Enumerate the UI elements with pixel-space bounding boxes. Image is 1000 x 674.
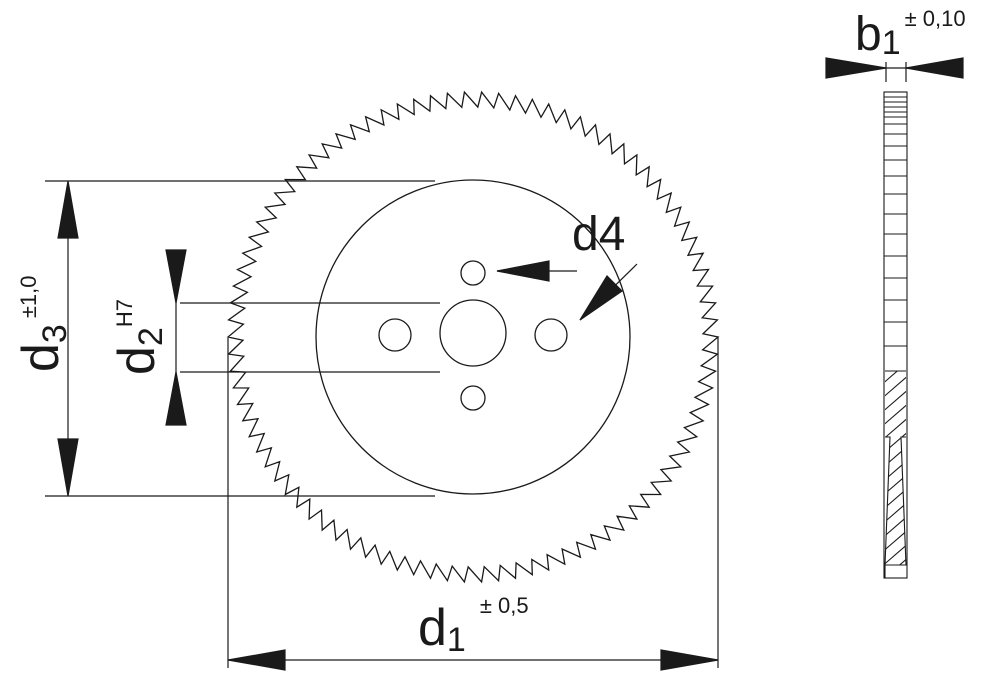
arrow-b1-left [825,57,887,79]
blade-side-view [880,91,910,624]
blade-teeth-outline [226,90,720,584]
label-d4: d4 [572,208,625,261]
hatch-line [885,429,906,457]
dimension-lines [45,57,964,671]
arrow-d2-top [165,249,187,304]
arrow-d2-bottom [165,371,187,426]
blade-front-view [226,90,720,584]
hatch-line [885,401,906,429]
arrow-d1-right [660,649,719,671]
arrow-d3-top [57,180,79,239]
arrow-d4-diagonal [579,275,623,321]
label-d1: d1± 0,5 [418,593,529,659]
labels: d3±1,0 d2H7 d1± 0,5 d4 b1± 0,10 [12,6,966,659]
arrow-d1-left [227,649,286,671]
hatch-line [885,415,906,443]
hatch-line [885,555,906,565]
pin-hole-top [460,260,486,286]
hatch-line [885,371,906,387]
arrow-d4-horizontal [496,260,550,282]
hatch-line [885,373,906,401]
arrow-b1-right [905,57,964,79]
hatch-line [880,598,910,624]
pin-hole-bottom [460,385,486,411]
label-d2: d2H7 [108,299,170,375]
drive-hole-right [534,318,568,352]
drive-hole-left [378,318,412,352]
arrow-d3-bottom [57,438,79,497]
hatch-line [885,541,906,565]
label-d3: d3±1,0 [12,275,74,372]
label-b1: b1± 0,10 [855,6,966,62]
center-bore [439,299,507,367]
hatch-line [880,584,910,610]
inner-circle [315,179,631,495]
hatch-line [885,387,906,415]
